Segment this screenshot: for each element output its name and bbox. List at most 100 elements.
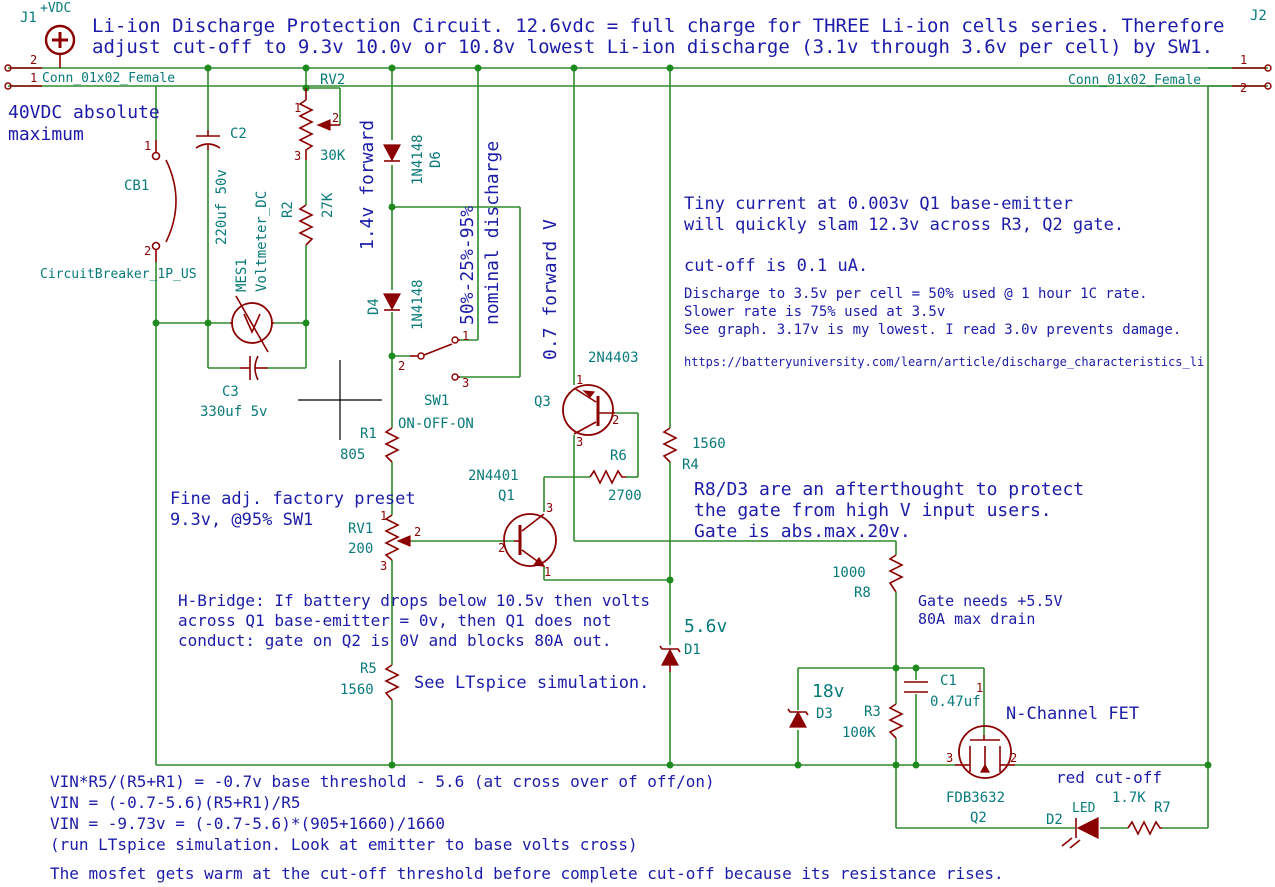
- q1-pin2: 2: [498, 541, 505, 555]
- sw1-switch: [410, 336, 460, 381]
- q3-pin3: 3: [576, 435, 583, 449]
- junctions: [152, 64, 1212, 769]
- discharge-line2: Slower rate is 75% used at 3.5v: [684, 304, 945, 320]
- sw1-pin1: 1: [462, 329, 469, 343]
- c2-capacitor: [195, 130, 221, 150]
- junction: [570, 64, 578, 72]
- d2-ref: D2: [1046, 812, 1063, 828]
- notes-text: Li-ion Discharge Protection Circuit. 12.…: [8, 15, 1224, 883]
- junction: [666, 576, 674, 584]
- cb1-pin1: 1: [144, 139, 151, 153]
- j2-pin2: 2: [1240, 81, 1247, 95]
- gate-needs-line2: 80A max drain: [918, 610, 1035, 628]
- r5-value: 1560: [340, 682, 374, 698]
- r4-value: 1560: [692, 436, 726, 452]
- r2-resistor: [298, 204, 314, 246]
- c1-value: 0.47uf: [930, 694, 981, 710]
- junction: [388, 352, 396, 360]
- q3-transistor: [562, 384, 615, 436]
- d6-ref: D6: [428, 151, 444, 168]
- junction: [388, 203, 396, 211]
- r5-resistor: [384, 664, 400, 701]
- forward-14-label: 1.4v forward: [357, 120, 378, 250]
- title-line2: adjust cut-off to 9.3v 10.0v or 10.8v lo…: [92, 36, 1213, 58]
- d2-value: LED: [1072, 801, 1096, 816]
- c1-pin1: 1: [976, 681, 983, 695]
- rv1-value: 200: [348, 541, 373, 557]
- j1-pin2: 2: [30, 53, 37, 67]
- max-line1: 40VDC absolute: [8, 102, 160, 123]
- r8-resistor: [888, 554, 904, 593]
- q3-pin2: 2: [612, 413, 619, 427]
- rv1-potentiometer: [384, 514, 411, 561]
- junction: [666, 64, 674, 72]
- junction: [474, 64, 482, 72]
- r3-resistor: [888, 703, 904, 739]
- d3-zener: [787, 708, 809, 728]
- q2-pin2: 2: [1010, 751, 1017, 765]
- c2-ref: C2: [230, 126, 247, 142]
- r1-ref: R1: [360, 426, 377, 442]
- q3-value: 2N4403: [588, 350, 639, 366]
- junction: [302, 64, 310, 72]
- fine-adj-line1: Fine adj. factory preset: [170, 489, 416, 509]
- q1-value: 2N4401: [468, 468, 519, 484]
- rv2-potentiometer: [298, 88, 340, 160]
- q2-value: FDB3632: [946, 790, 1005, 806]
- tiny-current-line1: Tiny current at 0.003v Q1 base-emitter: [684, 194, 1073, 214]
- r8-note-line1: R8/D3 are an afterthought to protect: [694, 479, 1084, 500]
- q3-ref: Q3: [534, 394, 551, 410]
- fine-adj-line2: 9.3v, @95% SW1: [170, 510, 313, 530]
- cb1-value: CircuitBreaker_1P_US: [40, 267, 197, 282]
- cutoff-note: cut-off is 0.1 uA.: [684, 256, 868, 276]
- d4-ref: D4: [366, 298, 382, 315]
- equation-line1: VIN*R5/(R5+R1) = -0.7v base threshold - …: [50, 772, 715, 791]
- cb1-ref: CB1: [124, 178, 149, 194]
- r1-value: 805: [340, 447, 365, 463]
- junction: [912, 761, 920, 769]
- junction: [794, 761, 802, 769]
- rv2-value: 30K: [320, 148, 346, 164]
- discharge-line3: See graph. 3.17v is my lowest. I read 3.…: [684, 322, 1181, 338]
- r6-ref: R6: [610, 448, 627, 464]
- q1-pin3: 3: [546, 501, 553, 515]
- j1-conn-value: Conn_01x02_Female: [42, 71, 175, 86]
- r8-value: 1000: [832, 565, 866, 581]
- q1-ref: Q1: [498, 488, 515, 504]
- hbridge-line3: conduct: gate on Q2 is 0V and blocks 80A…: [178, 631, 611, 650]
- rv1-pin1: 1: [380, 509, 387, 523]
- nominal-label: nominal discharge: [482, 141, 503, 325]
- r6-value: 2700: [608, 488, 642, 504]
- r7-resistor: [1127, 820, 1162, 836]
- d3-value: 18v: [812, 681, 845, 702]
- j2-ref: J2: [1250, 8, 1267, 24]
- mosfet-note: The mosfet gets warm at the cut-off thre…: [50, 864, 1004, 883]
- hbridge-line2: across Q1 base-emitter = 0v, then Q1 doe…: [178, 611, 611, 630]
- ref-labels: J1 +VDC Conn_01x02_Female 2 1 J2 Conn_01…: [20, 1, 1267, 828]
- j2-pin1: 1: [1240, 53, 1247, 67]
- r4-resistor: [662, 427, 678, 463]
- junction: [388, 64, 396, 72]
- d1-zener: [659, 645, 681, 672]
- wires: [8, 67, 1268, 829]
- junction: [302, 319, 310, 327]
- j1-ref: J1: [20, 10, 37, 26]
- title-line1: Li-ion Discharge Protection Circuit. 12.…: [92, 15, 1224, 37]
- q1-pin1: 1: [544, 565, 551, 579]
- r3-value: 100K: [842, 725, 876, 741]
- r3-ref: R3: [864, 704, 881, 720]
- forward-07-label: 0.7 forward V: [540, 219, 561, 360]
- tiny-current-line2: will quickly slam 12.3v across R3, Q2 ga…: [684, 215, 1124, 235]
- r7-ref: R7: [1154, 800, 1171, 816]
- rv1-pin2: 2: [414, 525, 421, 539]
- rv1-ref: RV1: [348, 521, 373, 537]
- d2-led: [1061, 817, 1099, 849]
- mes1-voltmeter: [230, 295, 274, 353]
- q3-pin1: 1: [576, 373, 583, 387]
- d6-diode: [383, 144, 401, 162]
- junction: [388, 761, 396, 769]
- c1-capacitor: [904, 681, 928, 693]
- junction: [152, 319, 160, 327]
- mes1-ref: MES1: [234, 258, 250, 292]
- connector-pins: [4, 64, 1272, 90]
